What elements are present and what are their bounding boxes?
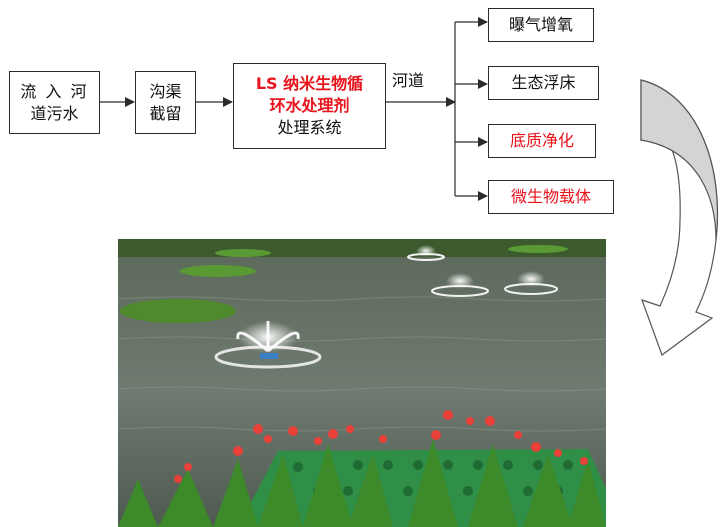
treatment-system-box: LS 纳米生物循 环水处理剂 处理系统 — [233, 63, 386, 149]
fountain-main — [214, 321, 322, 369]
fountain-4 — [407, 245, 445, 261]
channel-line1: 沟渠 — [149, 81, 182, 101]
output-aeration-label: 曝气增氧 — [508, 15, 573, 34]
input-sewage-box: 流 入 河 道污水 — [9, 71, 100, 134]
floating-island-3 — [215, 249, 271, 257]
water-ripples — [118, 296, 606, 432]
output-floating-bed-label: 生态浮床 — [511, 73, 576, 92]
system-line1: LS 纳米生物循 — [255, 74, 364, 93]
output-aeration-box: 曝气增氧 — [488, 8, 594, 42]
output-microbe-carrier-box: 微生物载体 — [488, 180, 614, 214]
canna-plants — [118, 410, 606, 527]
output-sediment-label: 底质净化 — [509, 131, 574, 150]
pond-photo — [118, 239, 606, 527]
curved-arrow-icon — [640, 79, 719, 356]
floating-island-4 — [508, 245, 568, 253]
fountain-2 — [431, 273, 489, 297]
output-sediment-box: 底质净化 — [488, 124, 596, 158]
system-line2: 环水处理剂 — [269, 96, 350, 115]
output-microbe-carrier-label: 微生物载体 — [510, 187, 591, 206]
input-sewage-line2: 道污水 — [30, 103, 79, 123]
floating-island-1 — [120, 299, 236, 323]
input-sewage-line1: 流 入 河 — [20, 81, 89, 101]
fountain-3 — [504, 271, 558, 295]
system-line3: 处理系统 — [277, 118, 342, 137]
output-floating-bed-box: 生态浮床 — [488, 66, 599, 100]
floating-island-2 — [180, 265, 256, 277]
channel-interception-box: 沟渠 截留 — [135, 71, 196, 134]
channel-line2: 截留 — [149, 103, 182, 123]
river-label: 河道 — [392, 71, 425, 90]
